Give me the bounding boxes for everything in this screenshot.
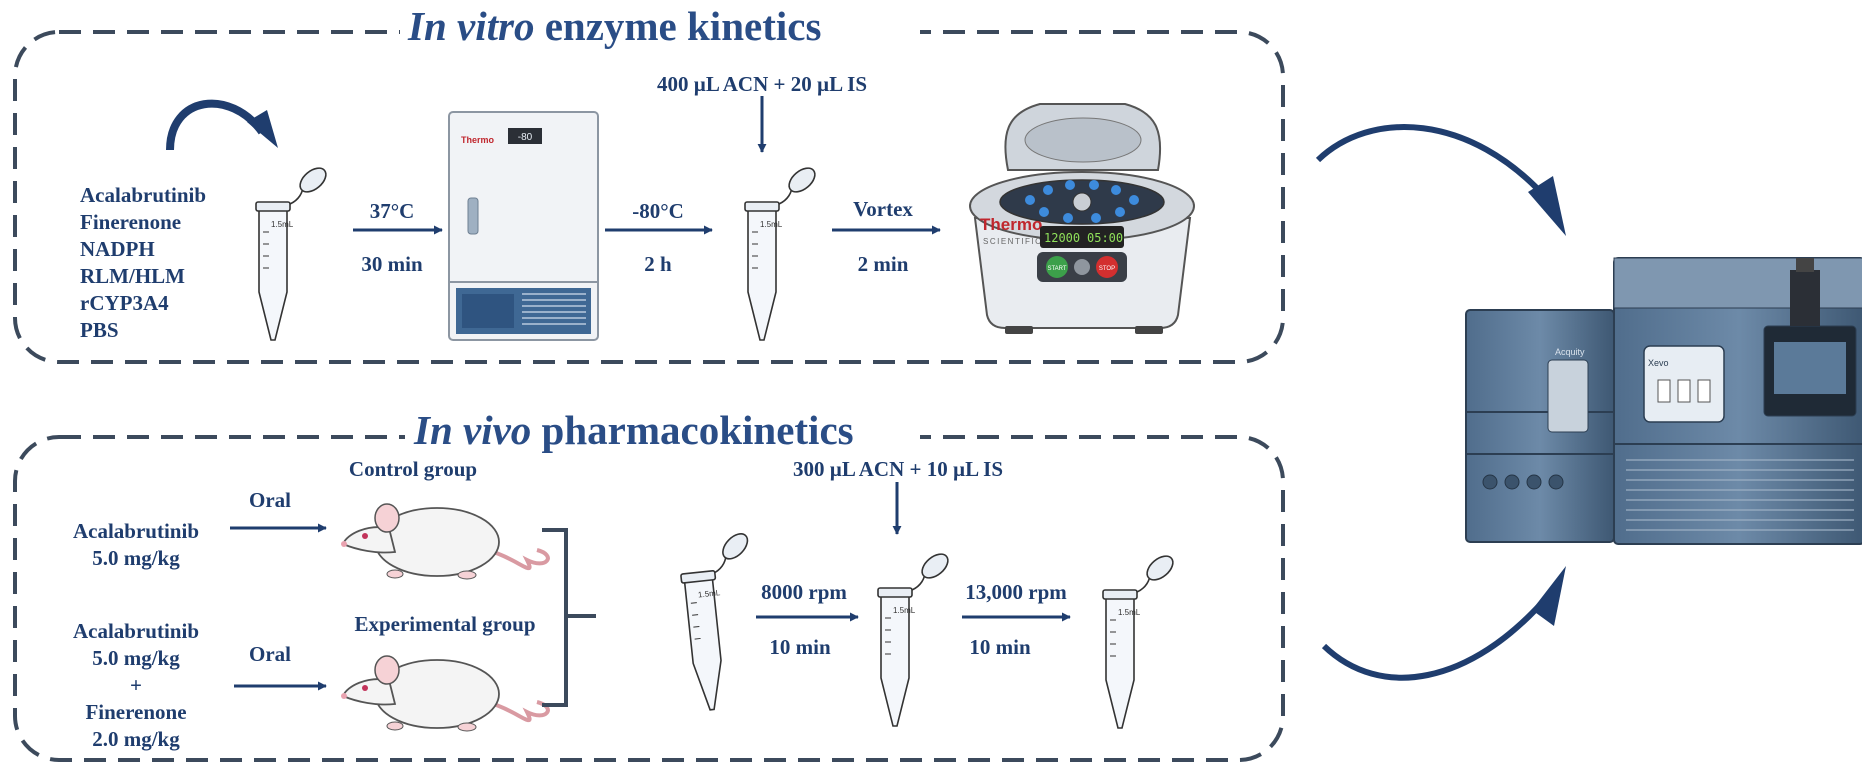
in-vivo-additive-label: 300 µL ACN + 10 µL IS bbox=[792, 457, 1004, 481]
instrument-brand-right: Xevo bbox=[1648, 358, 1669, 368]
curve-arrowhead-vitro bbox=[1528, 176, 1566, 236]
centrifuge-stop-button: STOP bbox=[1099, 266, 1115, 272]
centrifuge-speed-2: 13,000 rpm bbox=[965, 580, 1067, 604]
centrifuge-speed-1: 8000 rpm bbox=[761, 580, 847, 604]
freezer-brand-logo: Thermo bbox=[461, 135, 495, 145]
dose-line: 2.0 mg/kg bbox=[92, 727, 180, 751]
centrifuge-illustration: Thermo SCIENTIFIC 12000 05:00 START STOP bbox=[969, 103, 1195, 334]
rat-control-illustration bbox=[341, 503, 550, 580]
dose-line: Acalabrutinib bbox=[72, 519, 200, 543]
incubation-temperature: 37°C bbox=[369, 199, 415, 223]
tube-volume-label: 1.5mL bbox=[1118, 608, 1141, 617]
in-vitro-additive-label: 400 µL ACN + 20 µL IS bbox=[656, 72, 868, 96]
tube-volume-label: 1.5mL bbox=[760, 220, 783, 229]
lc-ms-instrument-illustration: Acquity Xevo bbox=[1465, 257, 1862, 545]
group-merge-bracket bbox=[542, 528, 596, 707]
centrifuge-time-display: 05:00 bbox=[1087, 231, 1123, 245]
centrifuge-time-1: 10 min bbox=[769, 635, 831, 659]
ultra-low-freezer-illustration: -80 Thermo bbox=[448, 111, 599, 341]
reagent-item: Finerenone bbox=[80, 210, 182, 234]
dose-line: 5.0 mg/kg bbox=[92, 646, 180, 670]
control-group-label: Control group bbox=[348, 457, 478, 481]
dose-line: + bbox=[130, 673, 142, 697]
curve-arrowhead-vivo bbox=[1532, 566, 1566, 626]
freezer-display: -80 bbox=[518, 132, 533, 143]
centrifuge-time-2: 10 min bbox=[969, 635, 1031, 659]
reagent-item: RLM/HLM bbox=[80, 264, 185, 288]
in-vitro-title-rest: enzyme kinetics bbox=[534, 3, 822, 49]
supernatant-tube: 1.5mL bbox=[1102, 550, 1179, 729]
quenched-tube: 1.5mL bbox=[744, 162, 821, 341]
plasma-tube: 1.5mL bbox=[877, 548, 954, 727]
freeze-time: 2 h bbox=[644, 252, 672, 276]
reagent-item: NADPH bbox=[80, 237, 155, 261]
reagent-item: rCYP3A4 bbox=[80, 291, 169, 315]
vortex-time: 2 min bbox=[857, 252, 909, 276]
in-vivo-frame bbox=[13, 435, 1285, 762]
rat-experimental-illustration bbox=[341, 655, 550, 732]
reagent-item: PBS bbox=[80, 318, 119, 342]
dose-line: Acalabrutinib bbox=[72, 619, 200, 643]
experimental-group-label: Experimental group bbox=[354, 612, 536, 636]
incubation-time: 30 min bbox=[361, 252, 423, 276]
instrument-brand-left: Acquity bbox=[1555, 347, 1585, 357]
dose-line: Finerenone bbox=[85, 700, 187, 724]
in-vivo-title-rest: pharmacokinetics bbox=[531, 407, 854, 453]
reagent-item: Acalabrutinib bbox=[80, 183, 207, 207]
route-control-label: Oral bbox=[249, 488, 291, 512]
reaction-tube: 1.5mL bbox=[255, 162, 332, 341]
tube-volume-label: 1.5mL bbox=[893, 606, 916, 615]
centrifuge-speed-display: 12000 bbox=[1044, 231, 1080, 245]
in-vitro-title: In vitro enzyme kinetics bbox=[408, 6, 821, 47]
in-vitro-title-italic: In vitro bbox=[408, 3, 535, 49]
vortex-label: Vortex bbox=[853, 197, 913, 221]
centrifuge-brand-logo: Thermo bbox=[980, 215, 1042, 234]
in-vivo-title-italic: In vivo bbox=[414, 407, 532, 453]
route-experimental-label: Oral bbox=[249, 642, 291, 666]
centrifuge-start-button: START bbox=[1047, 266, 1066, 272]
dose-line: 5.0 mg/kg bbox=[92, 546, 180, 570]
in-vivo-title: In vivo pharmacokinetics bbox=[414, 410, 854, 451]
curve-arrow-vivo-to-instrument bbox=[1321, 594, 1551, 681]
in-vitro-reagent-list: Acalabrutinib Finerenone NADPH RLM/HLM r… bbox=[80, 182, 206, 344]
centrifuge-brand-subtitle: SCIENTIFIC bbox=[983, 237, 1042, 246]
transfer-curve-arrow bbox=[166, 99, 266, 151]
blood-tube: 1.5mL bbox=[675, 527, 770, 713]
transfer-curve-arrowhead bbox=[247, 110, 278, 148]
freeze-temperature: -80°C bbox=[632, 199, 684, 223]
control-dose: Acalabrutinib 5.0 mg/kg bbox=[73, 518, 199, 572]
tube-volume-label: 1.5mL bbox=[698, 588, 722, 599]
experimental-dose: Acalabrutinib 5.0 mg/kg + Finerenone 2.0… bbox=[73, 618, 199, 753]
curve-arrow-vitro-to-instrument bbox=[1315, 124, 1551, 202]
tube-volume-label: 1.5mL bbox=[271, 220, 294, 229]
